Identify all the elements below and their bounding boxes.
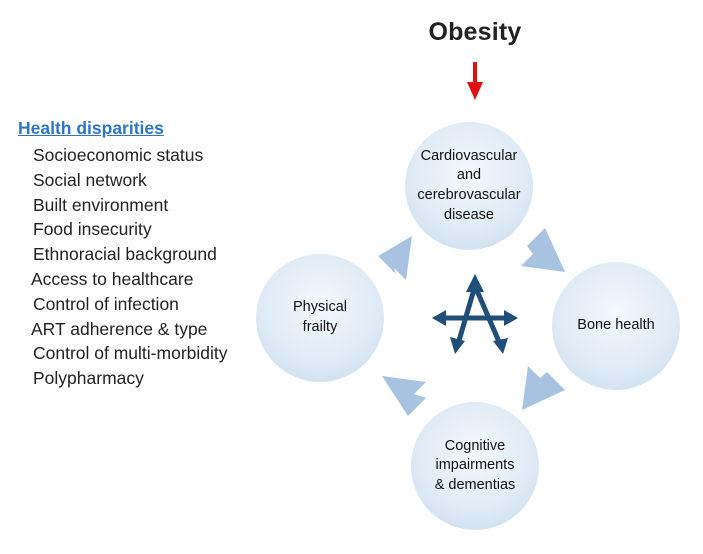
- disparity-item: Control of multi-morbidity: [33, 343, 228, 364]
- disparity-item: Ethnoracial background: [33, 244, 217, 265]
- cycle-arrow-top-left: [378, 236, 412, 280]
- node-cardiovascular-label: Cardiovascular and cerebrovascular disea…: [417, 147, 521, 223]
- multi-directional-arrows-icon: [432, 274, 518, 354]
- disparity-item: Food insecurity: [33, 219, 152, 240]
- disparity-item: Social network: [33, 169, 147, 190]
- disparity-item: ART adherence & type: [31, 318, 208, 339]
- disparity-item: Polypharmacy: [33, 368, 144, 389]
- title-obesity: Obesity: [428, 18, 522, 46]
- cycle-arrow-bottom-right: [522, 366, 565, 410]
- disparity-item: Built environment: [33, 194, 169, 215]
- node-bone-health-label: Bone health: [577, 317, 655, 334]
- node-physical-frailty-label: Physical frailty: [293, 299, 347, 335]
- disparity-item: Socioeconomic status: [33, 145, 204, 165]
- health-disparities-heading: Health disparities: [18, 118, 164, 138]
- cycle-arrow-bottom-left: [382, 376, 426, 416]
- obesity-down-arrow: [467, 62, 483, 100]
- node-cognitive-impairments: Cognitive impairments & dementias: [411, 402, 539, 530]
- node-bone-health: Bone health: [552, 262, 680, 390]
- disparity-item: Control of infection: [33, 293, 179, 314]
- node-cardiovascular-disease: Cardiovascular and cerebrovascular disea…: [405, 122, 533, 250]
- disparity-item: Access to healthcare: [31, 268, 194, 289]
- cycle-arrow-top-right: [521, 228, 565, 272]
- health-disparities-list: Health disparities Socioeconomic status …: [18, 118, 228, 391]
- node-cognitive-label: Cognitive impairments & dementias: [434, 437, 516, 493]
- node-physical-frailty: Physical frailty: [256, 254, 384, 382]
